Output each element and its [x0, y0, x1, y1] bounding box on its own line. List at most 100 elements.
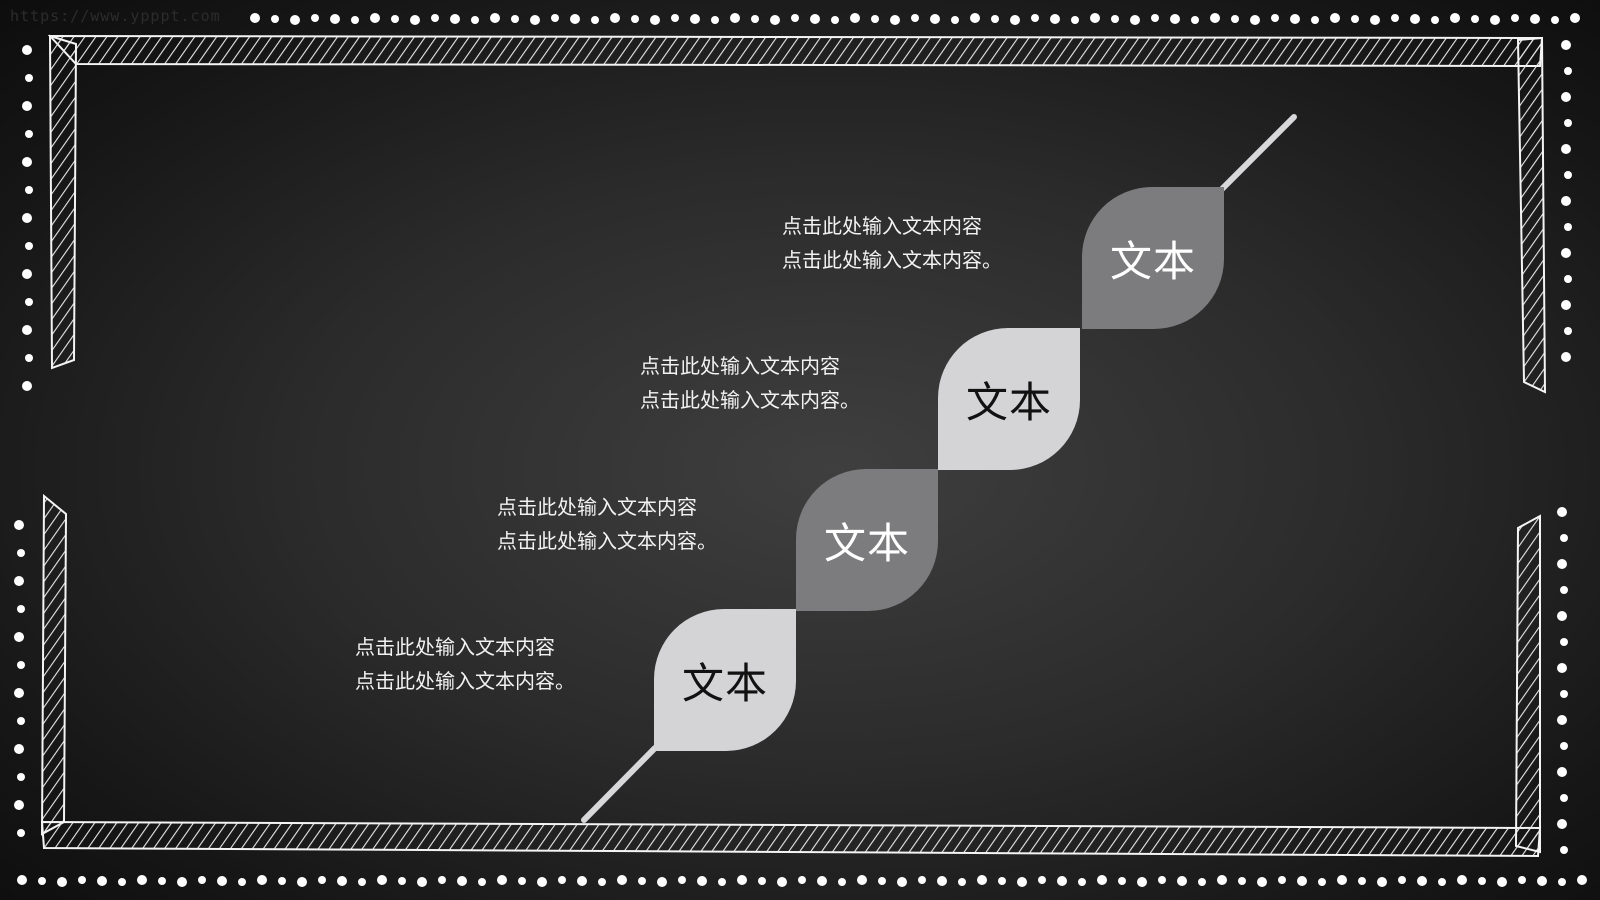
- border-dot: [1561, 352, 1571, 362]
- border-dot: [838, 878, 846, 886]
- border-dot: [1457, 875, 1467, 885]
- border-dot: [1557, 715, 1567, 725]
- border-dot: [1564, 171, 1572, 179]
- border-dot: [1297, 876, 1307, 886]
- border-dot: [25, 354, 33, 362]
- border-dot: [1560, 534, 1568, 542]
- step-text-3[interactable]: 点击此处输入文本内容 点击此处输入文本内容。: [497, 490, 717, 558]
- step-text-1-line1: 点击此处输入文本内容: [782, 214, 982, 238]
- border-dot: [1564, 223, 1572, 231]
- border-dot: [1078, 878, 1086, 886]
- connector-line-bottom: [581, 745, 658, 823]
- border-dot: [1431, 16, 1439, 24]
- border-dot: [1057, 876, 1067, 886]
- border-dot: [431, 14, 439, 22]
- border-dot: [1191, 16, 1199, 24]
- border-dot: [1370, 15, 1380, 25]
- step-text-4-line1: 点击此处输入文本内容: [355, 635, 555, 659]
- border-dot: [1560, 638, 1568, 646]
- border-dot: [1271, 14, 1279, 22]
- border-dot: [1130, 15, 1140, 25]
- border-dot: [22, 157, 32, 167]
- border-dot: [678, 876, 686, 884]
- border-dot: [657, 877, 667, 887]
- border-dot: [217, 876, 227, 886]
- border-dot: [791, 14, 799, 22]
- border-dot: [1561, 248, 1571, 258]
- border-dot: [337, 876, 347, 886]
- border-dot: [1560, 742, 1568, 750]
- border-dot: [850, 13, 860, 23]
- border-dot: [1561, 196, 1571, 206]
- border-dot: [1118, 877, 1126, 885]
- border-dot: [977, 875, 987, 885]
- border-dot: [1010, 15, 1020, 25]
- border-dot: [1177, 876, 1187, 886]
- border-dot: [1217, 875, 1227, 885]
- border-dot: [770, 15, 780, 25]
- border-dot: [1151, 14, 1159, 22]
- step-petal-4[interactable]: 文本: [654, 609, 796, 751]
- step-text-1-line2: 点击此处输入文本内容。: [782, 248, 1002, 272]
- step-text-2[interactable]: 点击此处输入文本内容 点击此处输入文本内容。: [640, 349, 860, 417]
- border-dot: [897, 877, 907, 887]
- step-petal-1[interactable]: 文本: [1082, 187, 1224, 329]
- border-dot: [1557, 611, 1567, 621]
- border-dot: [1158, 876, 1166, 884]
- border-dot: [1557, 559, 1567, 569]
- border-dot: [1557, 819, 1567, 829]
- step-label-1: 文本: [1109, 236, 1196, 286]
- border-dot: [38, 877, 46, 885]
- border-dot: [1318, 878, 1326, 886]
- border-dot: [22, 325, 32, 335]
- border-dot: [857, 875, 867, 885]
- border-dot: [671, 14, 679, 22]
- step-petal-2[interactable]: 文本: [938, 328, 1080, 470]
- frame-right-upper: [1516, 36, 1547, 394]
- border-dot: [537, 877, 547, 887]
- border-dot: [730, 13, 740, 23]
- border-dot: [417, 877, 427, 887]
- border-dot: [22, 213, 32, 223]
- border-dot: [650, 15, 660, 25]
- border-dot: [1111, 15, 1119, 23]
- step-text-4[interactable]: 点击此处输入文本内容 点击此处输入文本内容。: [355, 630, 575, 698]
- border-dot: [1017, 877, 1027, 887]
- border-dot: [890, 15, 900, 25]
- border-dot: [1564, 327, 1572, 335]
- border-dot: [798, 876, 806, 884]
- border-dot: [271, 15, 279, 23]
- border-dot: [238, 878, 246, 886]
- border-dot: [1561, 144, 1571, 154]
- border-dot: [591, 16, 599, 24]
- step-text-1[interactable]: 点击此处输入文本内容 点击此处输入文本内容。: [782, 209, 1002, 277]
- frame-bottom-left: [40, 493, 1542, 858]
- url-watermark: https://www.ypppt.com: [10, 7, 221, 25]
- border-dot: [930, 14, 940, 24]
- border-dot: [370, 13, 380, 23]
- border-dot: [1438, 878, 1446, 886]
- border-dot: [1330, 13, 1340, 23]
- border-dot: [1097, 875, 1107, 885]
- step-text-3-line2: 点击此处输入文本内容。: [497, 529, 717, 553]
- border-dot: [1577, 875, 1587, 885]
- border-dot: [958, 878, 966, 886]
- border-dot: [558, 876, 566, 884]
- step-label-3: 文本: [823, 518, 910, 568]
- border-dot: [358, 878, 366, 886]
- border-dot: [1257, 877, 1267, 887]
- border-dot: [17, 717, 25, 725]
- border-dot: [398, 877, 406, 885]
- border-dot: [1558, 878, 1566, 886]
- border-dot: [937, 876, 947, 886]
- border-dot: [1570, 13, 1580, 23]
- border-dot: [17, 549, 25, 557]
- frame-top-left: [47, 34, 1544, 370]
- step-petal-3[interactable]: 文本: [796, 469, 938, 611]
- border-dot: [1311, 16, 1319, 24]
- border-dot: [22, 45, 32, 55]
- border-dot: [1238, 877, 1246, 885]
- border-dot: [718, 878, 726, 886]
- border-dot: [1038, 876, 1046, 884]
- border-dot: [1377, 877, 1387, 887]
